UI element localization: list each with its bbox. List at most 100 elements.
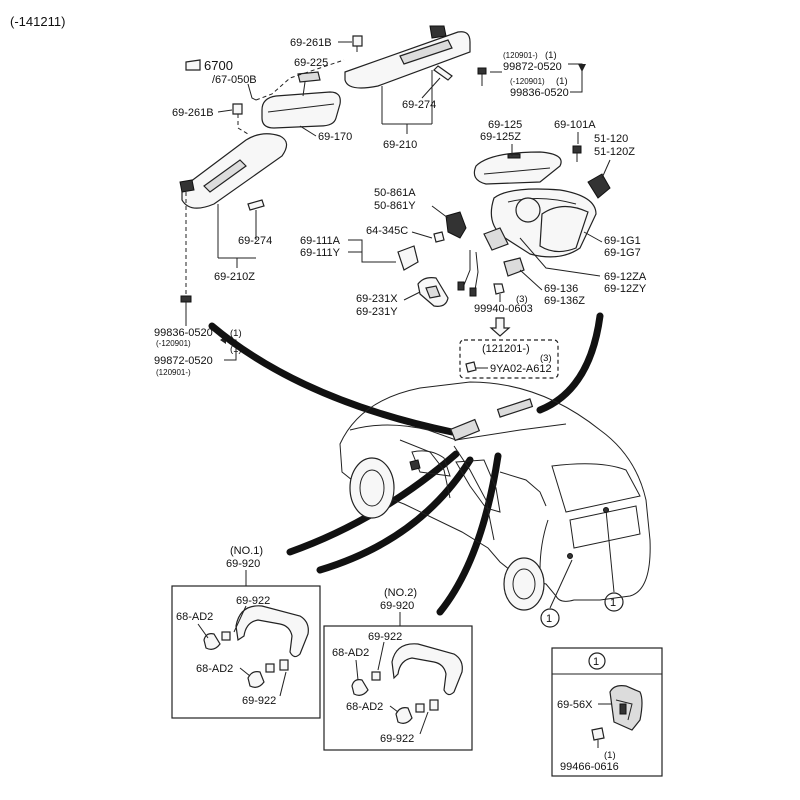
grip1-handle [235, 605, 309, 658]
upper-note-cond1: (120901-) [503, 51, 538, 60]
visor-210-label: 69-210 [383, 139, 417, 151]
detail1-bracket [609, 685, 643, 731]
callout-1-right-label: 1 [610, 597, 616, 609]
grip1-clip-lower-label: 68-AD2 [196, 663, 233, 675]
mirror-screw-101a [572, 145, 582, 162]
inner-mirror-label: 69-170 [318, 131, 352, 143]
switch-231y-label: 69-231Y [356, 306, 398, 318]
grip1-clip-upper [203, 631, 231, 650]
housing-12zy-label: 69-12ZY [604, 283, 647, 295]
grip1-assembly-label: 69-920 [226, 558, 260, 570]
mirror-icon [185, 59, 201, 71]
grip1-cap-upper-label: 69-922 [236, 595, 270, 607]
turn-lamp [587, 173, 611, 199]
detail1-ref-label: 1 [593, 656, 599, 668]
glass-1g1-label: 69-1G1 [604, 235, 641, 247]
lower-note-cond1: (-120901) [156, 339, 191, 348]
switch-231x-label: 69-231X [356, 293, 398, 305]
grip2-number-label: (NO.2) [384, 587, 417, 599]
change-bolt [465, 361, 477, 373]
motor-136-label: 69-136 [544, 283, 578, 295]
housing-12za-label: 69-12ZA [604, 271, 647, 283]
holder-274-upper-label: 69-274 [402, 99, 436, 111]
upper-note-qty2: (1) [556, 76, 568, 87]
callout-1-left-label: 1 [546, 613, 552, 625]
mirror-ref-label: /67-050B [212, 74, 257, 86]
mirror-icon-label: 6700 [204, 58, 233, 73]
grip2-clip-upper [351, 671, 381, 696]
screw-upper [477, 67, 487, 86]
change-box [459, 339, 559, 379]
lamp-120-label: 51-120 [594, 133, 628, 145]
callout-1-left [540, 608, 560, 628]
lower-note-part1: 99836-0520 [154, 327, 213, 339]
grip2-cap-upper-label: 69-922 [368, 631, 402, 643]
motor-136z-label: 69-136Z [544, 295, 585, 307]
serial-range-label: (-141211) [10, 14, 65, 29]
glass-1g7-label: 69-1G7 [604, 247, 641, 259]
detail1-screw-part-label: 99466-0616 [560, 761, 619, 773]
grip1-clip-upper-label: 68-AD2 [176, 611, 213, 623]
clip-345c [433, 231, 445, 243]
inner-mirror [261, 71, 341, 129]
mirror-cover [473, 151, 562, 185]
grip2-clip-lower-label: 68-AD2 [346, 701, 383, 713]
upper-note-qty1: (1) [545, 50, 557, 61]
vehicle-body [339, 381, 651, 602]
change-part-label: 9YA02-A612 [490, 363, 552, 375]
sun-visor-upper [344, 25, 471, 89]
detail1-screw-qty-label: (1) [604, 750, 616, 761]
rear-wheel [503, 557, 545, 611]
callout-1-right [604, 592, 624, 612]
detail1-part-label: 69-56X [557, 699, 593, 711]
mirror-nut [493, 283, 505, 295]
grip1-cap-lower-label: 69-922 [242, 695, 276, 707]
garnish-861a-label: 50-861A [374, 187, 416, 199]
grip2-box [323, 625, 473, 751]
front-wheel [349, 457, 395, 519]
lower-note-part2: 99872-0520 [154, 355, 213, 367]
grip2-cap-lower-label: 69-922 [380, 733, 414, 745]
nut-label: 99940-0603 [474, 303, 533, 315]
grip2-clip-lower [395, 699, 439, 724]
grip2-clip-upper-label: 68-AD2 [332, 647, 369, 659]
grip1-clip-lower [247, 659, 289, 688]
screw-101a-label: 69-101A [554, 119, 596, 131]
lower-note-qty1: (1) [230, 328, 242, 339]
seal-111a-label: 69-111A [300, 235, 341, 247]
grip2-assembly-label: 69-920 [380, 600, 414, 612]
nut-qty-label: (3) [516, 294, 528, 305]
lower-note-cond2: (120901-) [156, 368, 191, 377]
mirror-garnish [445, 211, 467, 239]
cover-225-label: 69-225 [294, 57, 328, 69]
mirror-glass [539, 205, 589, 253]
cover-125-label: 69-125 [488, 119, 522, 131]
screw-lower [180, 295, 192, 316]
grip1-box [171, 585, 321, 719]
change-qty-label: (3) [540, 353, 552, 364]
grip2-handle [391, 643, 463, 696]
detail1-ref-circle [588, 652, 606, 670]
mirror-motor [483, 227, 525, 277]
door-seal [397, 245, 419, 271]
upper-note-part1: 99872-0520 [503, 61, 562, 73]
holder-274-lower-label: 69-274 [238, 235, 272, 247]
screw-261b-upper [352, 35, 363, 52]
screw-261b-upper-label: 69-261B [290, 37, 332, 49]
detail1-box [551, 647, 663, 777]
screw-261b-lower-label: 69-261B [172, 107, 214, 119]
garnish-861y-label: 50-861Y [374, 200, 416, 212]
sun-visor-lower [179, 133, 288, 211]
detail1-screw [591, 727, 605, 748]
screw-261b-lower [232, 103, 243, 115]
clip-345c-label: 64-345C [366, 225, 408, 237]
grip1-number-label: (NO.1) [230, 545, 263, 557]
mirror-switch [417, 277, 449, 307]
visor-210z-label: 69-210Z [214, 271, 255, 283]
upper-note-cond2: (-120901) [510, 77, 545, 86]
lamp-120z-label: 51-120Z [594, 146, 635, 158]
cover-125z-label: 69-125Z [480, 131, 521, 143]
upper-note-part2: 99836-0520 [510, 87, 569, 99]
seal-111y-label: 69-111Y [300, 247, 341, 259]
